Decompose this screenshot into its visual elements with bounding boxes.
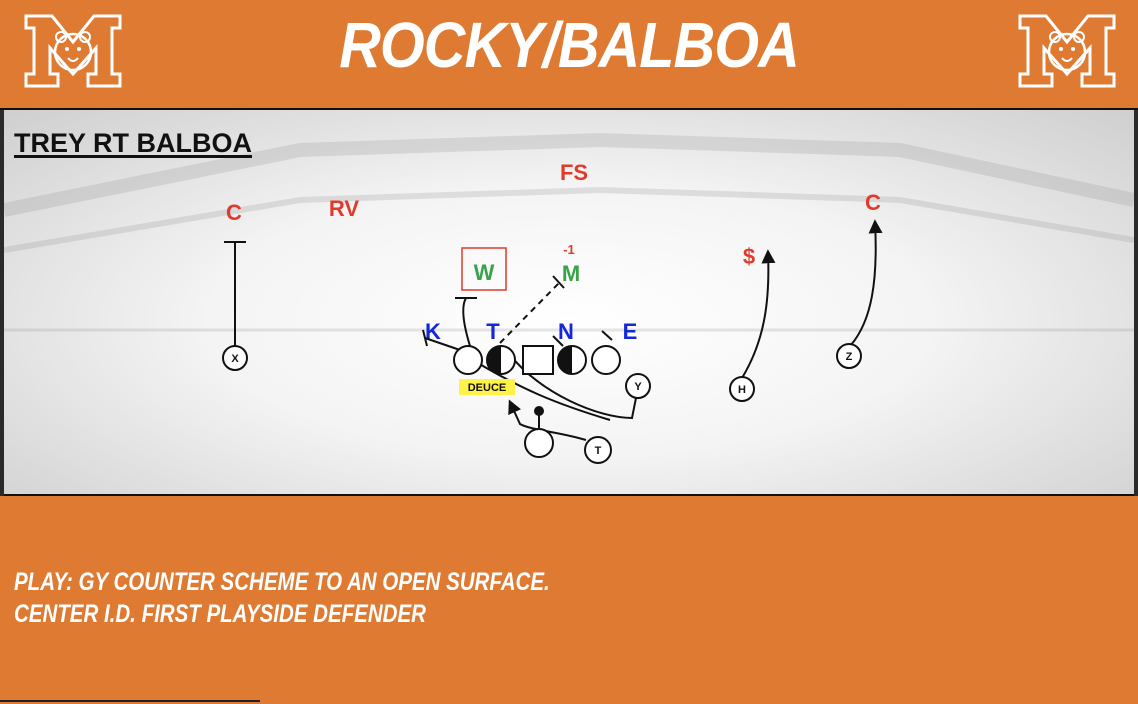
left-tackle <box>453 345 483 375</box>
left-edge <box>0 0 4 704</box>
defender-fs: FS <box>560 160 588 185</box>
mercer-bear-logo-icon <box>1018 14 1116 88</box>
defender-t: T <box>486 319 500 344</box>
header: ROCKY/BALBOA <box>0 0 1138 110</box>
mercer-bear-logo-icon <box>24 14 122 88</box>
deuce-tag: DEUCE <box>468 382 507 394</box>
center <box>522 345 554 375</box>
play-description-line-1: PLAY: GY COUNTER SCHEME TO AN OPEN SURFA… <box>14 568 550 596</box>
defender-c-right: C <box>865 190 881 215</box>
route-center-block <box>499 281 561 344</box>
route-x-block <box>224 241 246 348</box>
quarterback <box>524 428 554 458</box>
tight-end-y: Y <box>625 373 651 399</box>
right-edge <box>1134 0 1138 704</box>
play-diagram: FS C RV W -1 M K T N E $ C <box>4 132 1134 464</box>
play-description-line-2: CENTER I.D. FIRST PLAYSIDE DEFENDER <box>14 600 426 628</box>
receiver-x: X <box>222 345 248 371</box>
svg-text:Z: Z <box>846 351 853 363</box>
right-tackle <box>591 345 621 375</box>
route-guard-pull <box>462 297 471 347</box>
svg-text:H: H <box>738 384 746 396</box>
deuce-tag-box <box>459 379 515 395</box>
svg-text:Y: Y <box>634 381 642 393</box>
defender-w: W <box>474 260 495 285</box>
defender-m: M <box>562 261 580 286</box>
play-description-panel: PLAY: GY COUNTER SCHEME TO AN OPEN SURFA… <box>0 496 1138 704</box>
defender-n: N <box>558 319 574 344</box>
route-z-vertical <box>850 219 883 346</box>
svg-text:T: T <box>595 445 602 457</box>
receiver-h: H <box>729 376 755 402</box>
stadium-background <box>4 132 1134 332</box>
defender-w-box <box>461 247 507 291</box>
play-name: TREY RT BALBOA <box>14 128 253 158</box>
defender-rv: RV <box>329 196 359 221</box>
svg-text:X: X <box>231 353 239 365</box>
play-description: PLAY: GY COUNTER SCHEME TO AN OPEN SURFA… <box>14 566 550 630</box>
route-tackle-pull <box>505 349 637 420</box>
right-guard-half-fill <box>558 346 572 374</box>
defender-m-tag: -1 <box>563 242 575 257</box>
defender-dollar: $ <box>743 244 755 269</box>
tailback-t: T <box>584 436 612 464</box>
defender-e: E <box>623 319 638 344</box>
page-title: ROCKY/BALBOA <box>339 9 799 81</box>
defender-c-left: C <box>226 200 242 225</box>
bottom-divider <box>0 700 260 702</box>
left-guard-half-fill <box>487 346 501 374</box>
play-diagram-field: FS C RV W -1 M K T N E $ C <box>4 110 1134 496</box>
receiver-z: Z <box>836 343 862 369</box>
route-h-vertical <box>741 249 776 379</box>
defender-k: K <box>425 319 441 344</box>
